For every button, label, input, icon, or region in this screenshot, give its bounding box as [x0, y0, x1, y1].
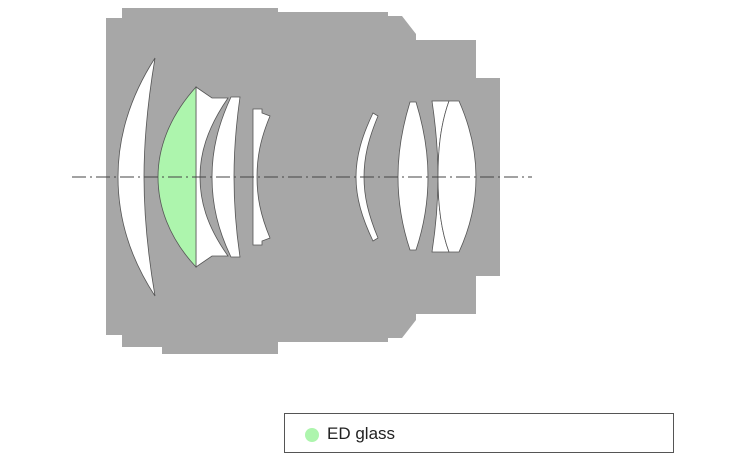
lens-element-6: [397, 101, 429, 251]
legend-label-ed-glass: ED glass: [327, 424, 396, 443]
legend-box: ED glass: [284, 413, 674, 453]
lens-element-5: [355, 112, 379, 242]
lens-cross-section-diagram: [72, 8, 532, 354]
lens-element-4: [252, 108, 271, 246]
ed-glass-swatch-icon: [305, 428, 319, 442]
lens-element-1: [117, 57, 156, 297]
